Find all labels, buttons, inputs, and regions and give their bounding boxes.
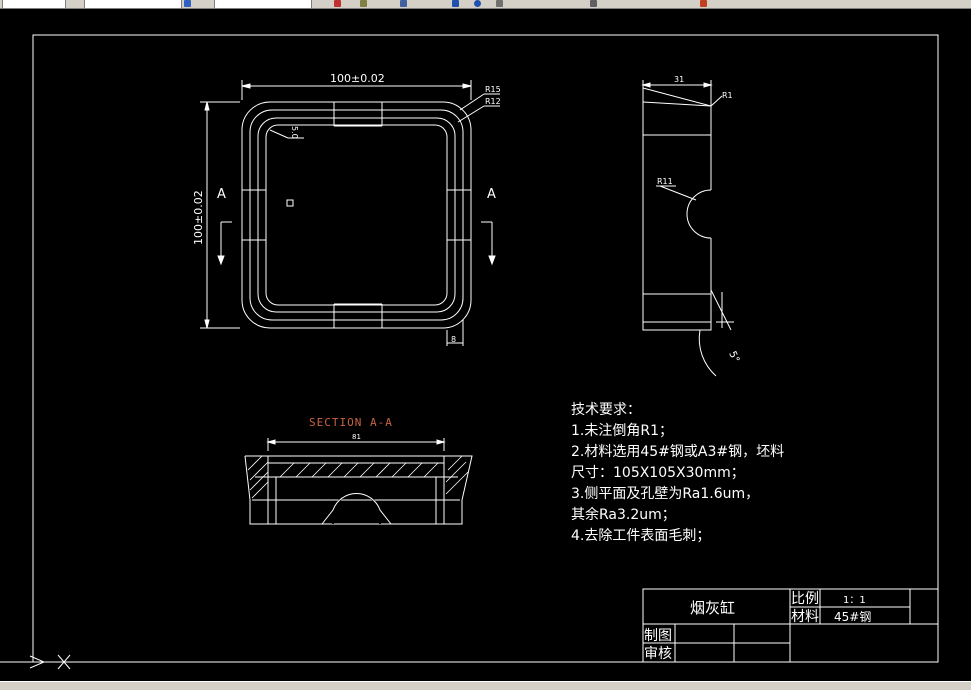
- section-mark-left: A: [217, 187, 226, 202]
- layer-icon[interactable]: [184, 0, 191, 7]
- wall-dimension: 8: [446, 320, 464, 346]
- properties-icon[interactable]: [700, 0, 707, 7]
- side-width-text: 31: [674, 75, 684, 84]
- pen-icon[interactable]: [334, 0, 341, 7]
- height-dimension: 100±0.02: [192, 101, 240, 329]
- section-dim-text: 81: [352, 433, 361, 441]
- tech-note-line: 4.去除工件表面毛刺；: [571, 528, 711, 544]
- radius-outer-label: R15: [485, 85, 501, 94]
- radius-leaders: R15 R12: [457, 85, 501, 123]
- section-view: SECTION A-A 81: [244, 416, 473, 525]
- side-radius-hole: R11: [657, 177, 673, 186]
- section-title: SECTION A-A: [309, 416, 393, 429]
- wall-dim-text: 8: [451, 335, 456, 344]
- scale-label: 比例: [791, 591, 819, 607]
- drawing-frame: [32, 34, 939, 663]
- cad-drawing: 5.0 100±0.02 100±0.02 R15 R12 A A: [0, 34, 939, 670]
- tool-icon[interactable]: [400, 0, 407, 7]
- side-radius-top: R1: [722, 91, 733, 100]
- toolbar: [0, 0, 971, 9]
- part-name: 烟灰缸: [690, 599, 736, 617]
- grid-icon[interactable]: [590, 0, 597, 7]
- width-dim-text: 100±0.02: [330, 72, 385, 85]
- brush-icon[interactable]: [360, 0, 367, 7]
- linetype-dropdown[interactable]: [214, 0, 312, 9]
- drawing-canvas[interactable]: 5.0 100±0.02 100±0.02 R15 R12 A A: [0, 9, 971, 681]
- hatching: [247, 455, 469, 499]
- side-angle-text: 5°: [726, 350, 741, 365]
- tech-note-line: 3.侧平面及孔壁为Ra1.6um，: [571, 486, 760, 502]
- zoom-icon[interactable]: [474, 0, 481, 7]
- tech-notes-title: 技术要求：: [571, 402, 641, 418]
- style-dropdown[interactable]: [84, 0, 182, 9]
- chamfer-label: 5.0: [290, 126, 299, 139]
- drawn-label: 制图: [644, 628, 672, 644]
- tech-note-line: 2.材料选用45#钢或A3#钢，坯料: [571, 444, 785, 460]
- tech-note-line: 尺寸：105X105X30mm；: [571, 465, 745, 481]
- section-mark-right: A: [487, 187, 496, 202]
- material-label: 材料: [791, 609, 819, 625]
- tech-note-line: 其余Ra3.2um；: [571, 507, 676, 523]
- title-block: [642, 588, 939, 663]
- top-view: 5.0: [241, 101, 472, 329]
- inner-outline: [257, 117, 456, 313]
- scale-value: 1：1: [843, 595, 866, 606]
- pan-icon[interactable]: [496, 0, 503, 7]
- checked-label: 审核: [644, 646, 672, 662]
- inner-floor: [265, 124, 448, 306]
- width-dimension: 100±0.02: [241, 72, 472, 100]
- tech-note-line: 1.未注倒角R1；: [571, 423, 673, 439]
- section-arrows: A A: [217, 187, 496, 266]
- outer-outline: [241, 101, 472, 329]
- tech-notes: 技术要求： 1.未注倒角R1； 2.材料选用45#钢或A3#钢，坯料 尺寸：10…: [571, 400, 784, 547]
- material-value: 45#钢: [834, 610, 872, 624]
- outer-outline-2: [249, 109, 464, 321]
- height-dim-text: 100±0.02: [192, 190, 205, 245]
- arrow-icon[interactable]: [452, 0, 459, 7]
- layer-dropdown[interactable]: [2, 0, 66, 9]
- ucs-icon: [0, 654, 71, 670]
- status-bar: [0, 681, 971, 690]
- radius-inner-label: R12: [485, 97, 501, 106]
- side-view: 31 R1 R11 5°: [641, 75, 741, 377]
